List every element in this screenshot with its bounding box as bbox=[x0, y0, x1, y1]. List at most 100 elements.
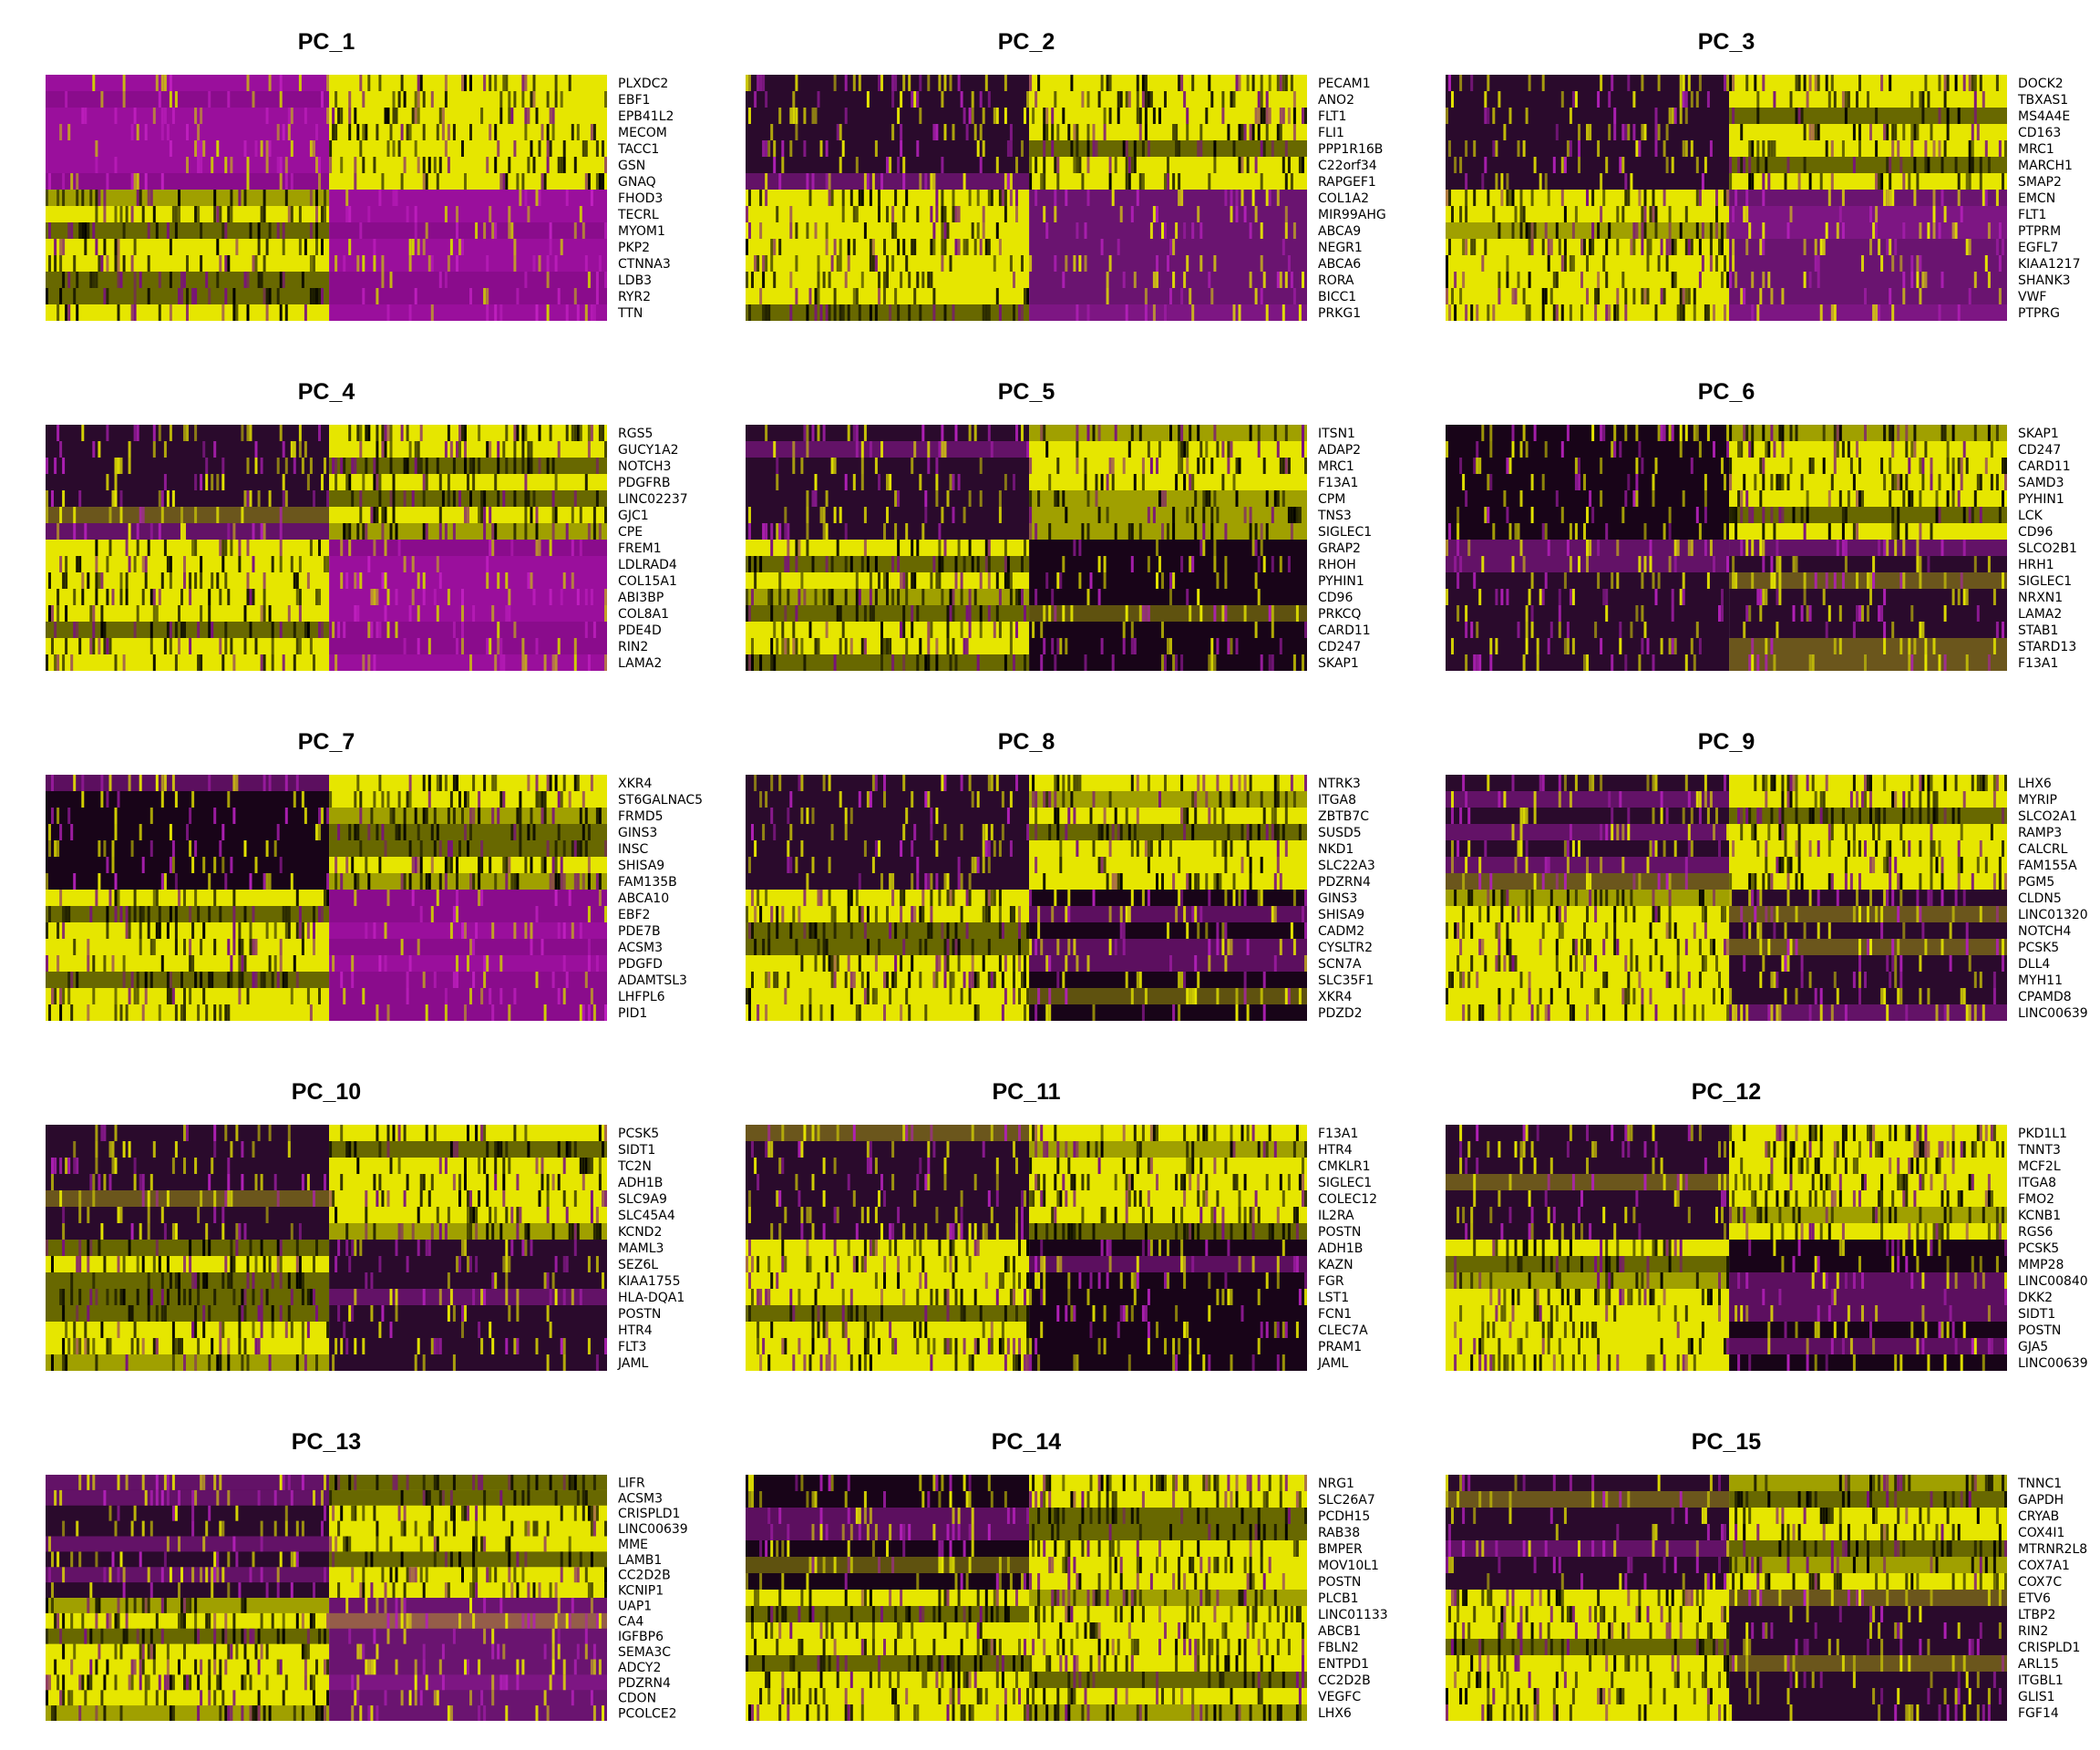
gene-label: HRH1 bbox=[2018, 558, 2054, 572]
gene-label: RGS5 bbox=[618, 427, 653, 441]
heatmap-left-top-block bbox=[746, 425, 1030, 540]
gene-label: GRAP2 bbox=[1318, 541, 1361, 556]
gene-label: BICC1 bbox=[1318, 290, 1356, 304]
gene-label: INSC bbox=[618, 842, 648, 857]
gene-label: PECAM1 bbox=[1318, 77, 1371, 91]
heatmap-left-top-block bbox=[46, 775, 330, 890]
gene-label: SLC26A7 bbox=[1318, 1493, 1375, 1508]
gene-label: ACSM3 bbox=[618, 1491, 663, 1506]
gene-label: PTPRM bbox=[2018, 224, 2061, 239]
gene-label: RAMP3 bbox=[2018, 826, 2062, 840]
gene-label: GJA5 bbox=[2018, 1340, 2048, 1354]
gene-label: TECRL bbox=[617, 208, 659, 222]
heatmap-right-top-block bbox=[1029, 775, 1307, 890]
gene-label: MTRNR2L8 bbox=[2018, 1542, 2087, 1557]
gene-label: SKAP1 bbox=[2018, 427, 2059, 441]
gene-label: PDGFRB bbox=[618, 476, 670, 490]
heatmap-left-top-block bbox=[46, 425, 330, 540]
gene-label: ADAP2 bbox=[1318, 443, 1361, 458]
gene-label: KAZN bbox=[1318, 1258, 1354, 1272]
heatmap-right-bottom-block bbox=[329, 540, 607, 671]
gene-label: CLEC7A bbox=[1318, 1323, 1368, 1338]
gene-label: LDLRAD4 bbox=[618, 558, 677, 572]
gene-label: PCDH15 bbox=[1318, 1509, 1370, 1524]
panel-title: PC_15 bbox=[1692, 1429, 1762, 1455]
heatmap-left-top-block bbox=[746, 775, 1030, 890]
gene-label: CPM bbox=[1318, 492, 1345, 507]
heatmap-right-bottom-block bbox=[1729, 1590, 2007, 1721]
gene-label: CADM2 bbox=[1318, 924, 1364, 939]
heatmap-panel-pc-11: PC_11F13A1HTR4CMKLR1SIGLEC1COLEC12IL2RAP… bbox=[746, 1079, 1377, 1371]
gene-label: PDGFD bbox=[618, 957, 663, 972]
heatmap-left-bottom-block bbox=[746, 540, 1030, 671]
heatmap-right-bottom-block bbox=[329, 1240, 607, 1371]
gene-label: NRXN1 bbox=[2018, 591, 2063, 605]
gene-label: GLIS1 bbox=[2018, 1690, 2055, 1704]
heatmap-right-bottom-block bbox=[1029, 1590, 1307, 1721]
heatmap-panel-pc-15: PC_15TNNC1GAPDHCRYABCOX4I1MTRNR2L8COX7A1… bbox=[1446, 1429, 2087, 1721]
panel-title: PC_12 bbox=[1692, 1079, 1761, 1105]
gene-label: RGS6 bbox=[2018, 1225, 2053, 1240]
gene-label: SAMD3 bbox=[2018, 476, 2064, 490]
heatmap-left-top-block bbox=[1446, 775, 1730, 890]
gene-label: LST1 bbox=[1318, 1291, 1349, 1305]
heatmap-left-bottom-block bbox=[746, 1240, 1030, 1371]
gene-label: ADCY2 bbox=[618, 1661, 661, 1675]
gene-label: CD247 bbox=[1318, 640, 1361, 654]
gene-label: PYHIN1 bbox=[1318, 574, 1364, 589]
heatmap-panel-pc-5: PC_5ITSN1ADAP2MRC1F13A1CPMTNS3SIGLEC1GRA… bbox=[746, 379, 1372, 671]
gene-label: LINC01320 bbox=[2018, 908, 2088, 922]
gene-label: PCSK5 bbox=[618, 1127, 659, 1141]
gene-label: EPB41L2 bbox=[618, 109, 674, 124]
gene-label: XKR4 bbox=[1318, 990, 1352, 1004]
gene-label: LAMA2 bbox=[618, 656, 662, 671]
gene-label: ST6GALNAC5 bbox=[618, 793, 703, 808]
gene-label: FREM1 bbox=[618, 541, 662, 556]
heatmap-left-bottom-block bbox=[746, 1590, 1030, 1721]
gene-label: PKP2 bbox=[618, 241, 650, 255]
heatmap-right-bottom-block bbox=[1029, 190, 1307, 321]
heatmap-left-top-block bbox=[1446, 1125, 1730, 1240]
gene-label: STAB1 bbox=[2018, 623, 2058, 638]
gene-label: FHOD3 bbox=[618, 191, 663, 206]
gene-label: MAML3 bbox=[618, 1241, 664, 1256]
gene-label: LINC00639 bbox=[618, 1522, 688, 1537]
heatmap-left-top-block bbox=[46, 1475, 330, 1598]
heatmap-left-bottom-block bbox=[46, 540, 330, 671]
gene-label: HTR4 bbox=[618, 1323, 653, 1338]
gene-label: PCSK5 bbox=[2018, 941, 2059, 955]
gene-label: MS4A4E bbox=[2018, 109, 2070, 124]
gene-label: LAMA2 bbox=[2018, 607, 2062, 622]
gene-label: MRC1 bbox=[2018, 142, 2054, 157]
gene-label: SIGLEC1 bbox=[2018, 574, 2072, 589]
gene-label: MYRIP bbox=[2018, 793, 2057, 808]
gene-label: BMPER bbox=[1318, 1542, 1363, 1557]
gene-label: PID1 bbox=[618, 1006, 647, 1021]
gene-label: PRKCQ bbox=[1318, 607, 1361, 622]
gene-label: PLXDC2 bbox=[618, 77, 668, 91]
heatmap-right-top-block bbox=[1029, 75, 1307, 190]
heatmap-left-bottom-block bbox=[1446, 890, 1730, 1021]
gene-label: LAMB1 bbox=[618, 1553, 662, 1568]
gene-label: PCOLCE2 bbox=[618, 1707, 677, 1722]
gene-label: XKR4 bbox=[618, 777, 652, 791]
gene-label: F13A1 bbox=[1318, 1127, 1358, 1141]
heatmap-left-top-block bbox=[746, 75, 1030, 190]
heatmap-right-top-block bbox=[1729, 75, 2007, 190]
heatmap-panel-pc-4: PC_4RGS5GUCY1A2NOTCH3PDGFRBLINC02237GJC1… bbox=[46, 379, 688, 671]
gene-label: CTNNA3 bbox=[618, 257, 671, 272]
gene-label: ABCA6 bbox=[1318, 257, 1361, 272]
gene-label: SIGLEC1 bbox=[1318, 525, 1372, 540]
gene-label: ENTPD1 bbox=[1318, 1657, 1369, 1672]
gene-label: HTR4 bbox=[1318, 1143, 1353, 1158]
gene-label: LIFR bbox=[618, 1476, 645, 1490]
gene-label: MME bbox=[618, 1538, 648, 1552]
panel-title: PC_7 bbox=[298, 729, 355, 755]
gene-label: ABCA10 bbox=[618, 891, 669, 906]
gene-label: LHX6 bbox=[2018, 777, 2052, 791]
gene-label: ADH1B bbox=[618, 1176, 663, 1190]
heatmap-right-top-block bbox=[1729, 1125, 2007, 1240]
gene-label: CC2D2B bbox=[1318, 1673, 1371, 1688]
gene-label: PDZD2 bbox=[1318, 1006, 1363, 1021]
gene-label: CDON bbox=[618, 1692, 656, 1706]
